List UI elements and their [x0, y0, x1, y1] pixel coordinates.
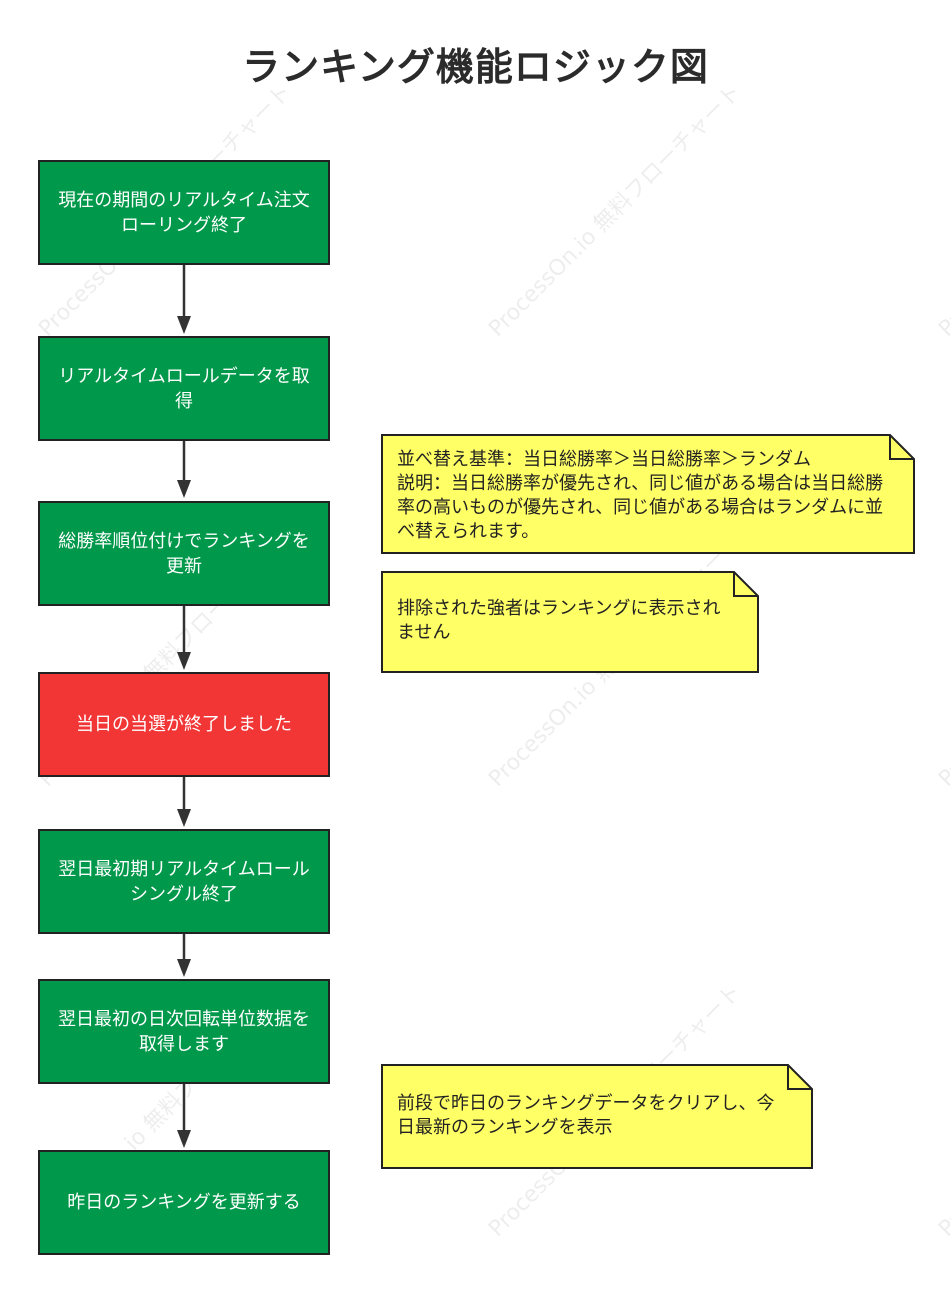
note-shape [381, 571, 759, 673]
step-7-box: 昨日のランキングを更新する [38, 1150, 330, 1255]
step-6-box: 翌日最初の日次回転単位数据を取得します [38, 979, 330, 1084]
note-clear-yesterday: 前段で昨日のランキングデータをクリアし、今日最新のランキングを表示 [381, 1064, 813, 1169]
diagram-title: ランキング機能ロジック図 [242, 45, 709, 89]
step-2-label: リアルタイムロールデータを取得 [58, 365, 310, 412]
connector-arrow [177, 265, 191, 334]
connector-arrow [177, 777, 191, 827]
step-5-box: 翌日最初期リアルタイムロールシングル終了 [38, 829, 330, 934]
step-2-box: リアルタイムロールデータを取得 [38, 336, 330, 441]
connector-arrow [177, 441, 191, 498]
connector-arrow [177, 1084, 191, 1148]
note-text: 前段で昨日のランキングデータをクリアし、今日最新のランキングを表示 [397, 1093, 775, 1138]
step-1-label: 現在の期間のリアルタイム注文ローリング終了 [58, 189, 310, 236]
note-text: 排除された強者はランキングに表示されません [397, 598, 721, 643]
step-5-label: 翌日最初期リアルタイムロールシングル終了 [58, 858, 310, 905]
step-3-label: 総勝率順位付けでランキングを更新 [58, 530, 310, 577]
note-sort-criteria: 並べ替え基準：当日総勝率＞当日総勝率＞ランダム 説明：当日総勝率が優先され、同じ… [381, 434, 915, 554]
step-4-box: 当日の当選が終了しました [38, 672, 330, 777]
connector-arrow [177, 606, 191, 670]
step-6-label: 翌日最初の日次回転単位数据を取得します [58, 1008, 310, 1055]
note-shape [381, 434, 915, 554]
step-3-box: 総勝率順位付けでランキングを更新 [38, 501, 330, 606]
step-7-label: 昨日のランキングを更新する [67, 1192, 301, 1213]
step-1-box: 現在の期間のリアルタイム注文ローリング終了 [38, 160, 330, 265]
note-excluded: 排除された強者はランキングに表示されません [381, 571, 759, 673]
connector-arrow [177, 934, 191, 977]
note-text: 並べ替え基準：当日総勝率＞当日総勝率＞ランダム 説明：当日総勝率が優先され、同じ… [397, 449, 884, 542]
note-shape [381, 1064, 813, 1169]
step-4-label: 当日の当選が終了しました [76, 714, 292, 735]
